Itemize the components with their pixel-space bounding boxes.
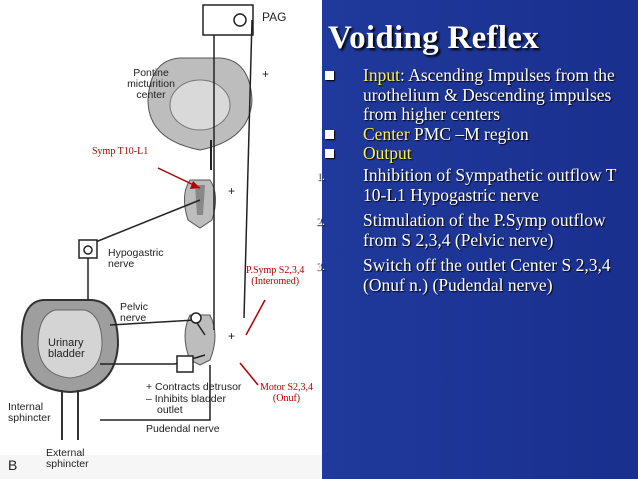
hypogastric-line-2: nerve: [108, 258, 135, 270]
item-text: Switch off the outlet Center S 2,3,4 (On…: [363, 255, 611, 295]
hypogastric-line-1: Hypogastric: [108, 247, 164, 259]
square-bullet-icon: [325, 129, 334, 139]
external-line-2: sphincter: [46, 458, 89, 470]
numbered-item-3: 3. Switch off the outlet Center S 2,3,4 …: [316, 256, 634, 295]
input-text: : Ascending Impulses from the urothelium…: [363, 65, 615, 125]
psymp-line-2: (Interomed): [251, 276, 300, 287]
item-text: Inhibition of Sympathetic outflow T 10-L…: [363, 164, 617, 205]
internal-line-2: sphincter: [8, 412, 51, 424]
pmc-line-1: Pontine: [133, 67, 169, 79]
symp-label: Symp T10-L1: [92, 146, 149, 157]
pudendal-label: Pudendal nerve: [146, 423, 220, 435]
bullet-input: Input: Ascending Impulses from the uroth…: [316, 65, 634, 125]
inhibits-line-1: – Inhibits bladder: [146, 393, 226, 405]
item-number: 1.: [316, 168, 325, 183]
bullet-output: Output: [316, 144, 634, 164]
numbered-item-2: 2. Stimulation of the P.Symp outflow fro…: [316, 210, 634, 250]
svg-text:+: +: [228, 329, 235, 343]
input-keyword: Input: [363, 65, 400, 85]
bladder-label: Urinary bladder: [48, 338, 85, 360]
pmc-label: Pontine micturition center: [116, 68, 186, 101]
psymp-label: P.Symp S2,3,4 (Interomed): [246, 265, 304, 287]
hypogastric-label: Hypogastric nerve: [108, 248, 163, 270]
panel-letter: B: [8, 457, 18, 473]
center-keyword: Center: [363, 123, 410, 144]
square-bullet-icon: [325, 71, 334, 80]
motor-line-1: Motor S2,3,4: [260, 382, 314, 393]
neural-pathway-drawing: + + +: [20, 4, 270, 440]
external-line-1: External: [46, 447, 85, 459]
inhibits-label: – Inhibits bladder outlet: [146, 394, 226, 416]
output-keyword: Output: [363, 143, 412, 164]
pmc-line-2: micturition: [127, 78, 175, 90]
contracts-label: + Contracts detrusor: [146, 381, 242, 393]
svg-text:+: +: [228, 184, 235, 198]
internal-line-1: Internal: [8, 401, 44, 413]
psymp-line-1: P.Symp S2,3,4: [246, 265, 305, 276]
internal-sphincter-label: Internal sphincter: [8, 402, 51, 424]
bladder-line-1: Urinary: [48, 337, 84, 349]
pelvic-line-1: Pelvic: [120, 301, 149, 313]
pag-label: PAG: [262, 10, 287, 24]
bullet-list: Input: Ascending Impulses from the uroth…: [316, 65, 634, 296]
pmc-line-3: center: [136, 89, 166, 101]
center-text: PMC –M region: [409, 123, 529, 144]
voiding-reflex-diagram: + + + PAG Pontine micturition center Sym…: [0, 0, 322, 479]
item-number: 2.: [316, 214, 325, 229]
bladder-line-2: bladder: [48, 348, 85, 360]
motor-line-2: (Onuf): [272, 393, 301, 404]
motor-label: Motor S2,3,4 (Onuf): [260, 382, 313, 404]
svg-text:+: +: [262, 67, 269, 81]
pelvic-line-2: nerve: [120, 312, 147, 324]
bullet-center: Center PMC –M region: [316, 123, 634, 145]
item-text: Stimulation of the P.Symp outflow from S…: [363, 210, 606, 250]
external-sphincter-label: External sphincter: [46, 448, 89, 470]
item-number: 3.: [316, 259, 325, 274]
square-bullet-icon: [325, 149, 334, 159]
pelvic-label: Pelvic nerve: [120, 302, 148, 324]
slide-title: Voiding Reflex: [328, 20, 540, 56]
inhibits-line-2: outlet: [157, 404, 183, 416]
pag-box: [202, 4, 254, 36]
numbered-item-1: 1. Inhibition of Sympathetic outflow T 1…: [316, 164, 634, 205]
